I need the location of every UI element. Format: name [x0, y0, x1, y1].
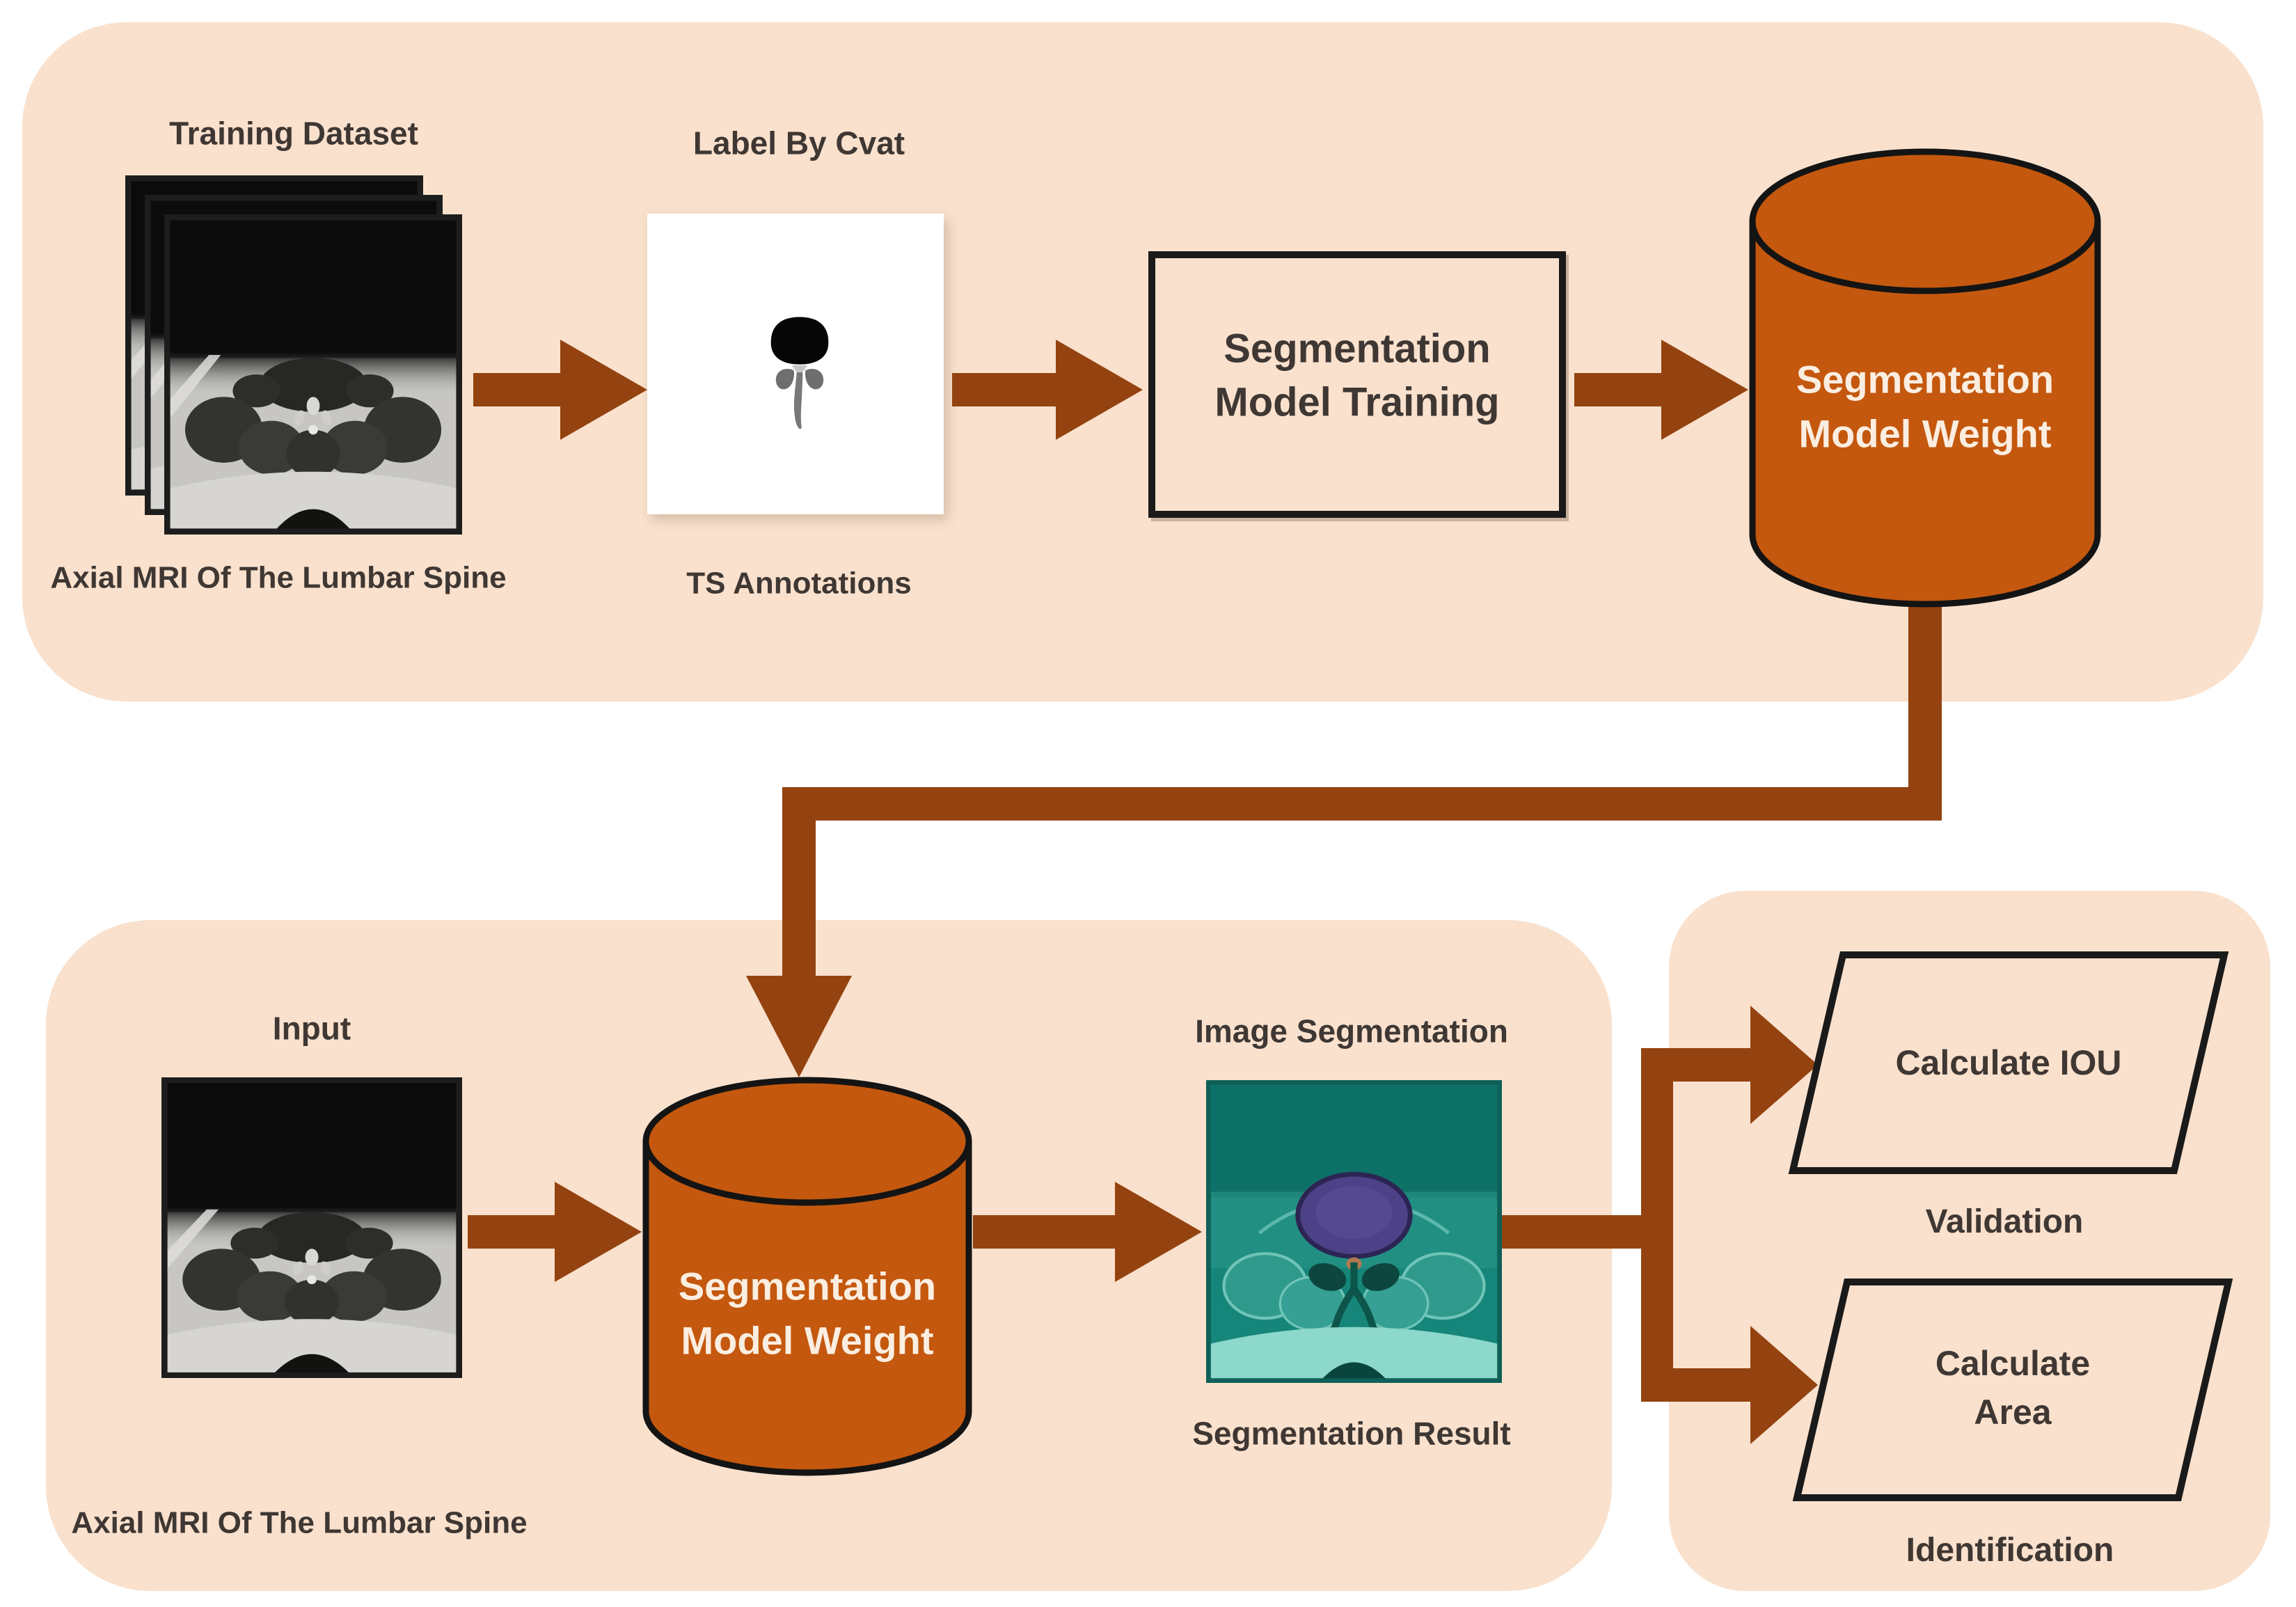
connector-branch-bar: [1641, 1048, 1673, 1402]
connector-weight-vertical-left: [782, 787, 816, 978]
arrow-weight-to-result: [973, 1182, 1202, 1282]
arrow-training-to-weight: [1574, 340, 1748, 440]
input-mri-image: [161, 1077, 462, 1378]
weight-cylinder-inference-label: Segmentation Model Weight: [678, 1264, 937, 1363]
label-by-cvat-label: Label By Cvat: [692, 125, 905, 161]
input-label: Input: [272, 1010, 351, 1047]
identification-label: Identification: [1906, 1532, 2114, 1569]
calculate-area-parallelogram: [1792, 1279, 2233, 1501]
calculate-iou-label: Calculate IOU: [1895, 1043, 2122, 1082]
segmentation-training-box: [1148, 251, 1566, 518]
image-segmentation-label: Image Segmentation: [1195, 1013, 1508, 1050]
arrow-input-to-weight: [468, 1182, 642, 1282]
axial-mri-training-label: Axial MRI Of The Lumbar Spine: [50, 560, 507, 595]
connector-weight-vertical-right: [1908, 601, 1942, 821]
calculate-iou-parallelogram: [1788, 951, 2229, 1174]
training-dataset-label: Training Dataset: [169, 115, 418, 152]
segmentation-training-box-label: Segmentation Model Training: [1214, 326, 1500, 425]
segmentation-result-image: [1206, 1080, 1502, 1383]
validation-label: Validation: [1925, 1203, 2084, 1240]
axial-mri-input-label: Axial MRI Of The Lumbar Spine: [71, 1505, 528, 1540]
connector-weight-arrowhead: [746, 976, 852, 1077]
ts-annotation-mask-icon: [770, 317, 829, 429]
weight-cylinder-training: [1749, 148, 2101, 608]
weight-cylinder-training-label: Segmentation Model Weight: [1796, 357, 2054, 456]
calculate-area-label: Calculate Area: [1935, 1344, 2091, 1432]
training-mri-stack-image: [122, 173, 468, 540]
arrow-dataset-to-cvat: [473, 340, 647, 440]
arrow-cvat-to-training: [952, 340, 1143, 440]
connector-weight-horizontal: [782, 787, 1942, 821]
arrow-branch-to-iou: [1673, 1006, 1818, 1124]
ts-annotations-label: TS Annotations: [686, 566, 912, 601]
arrow-branch-to-area: [1673, 1326, 1818, 1444]
weight-cylinder-inference: [642, 1077, 972, 1476]
segmentation-result-label: Segmentation Result: [1192, 1415, 1511, 1452]
